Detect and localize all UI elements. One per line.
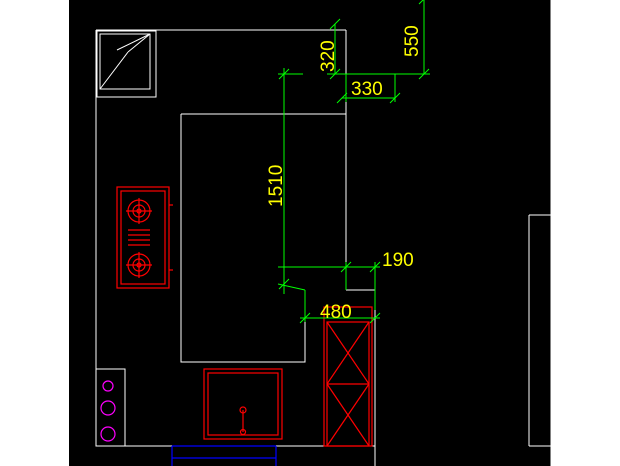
- refrigerator-icon[interactable]: [323, 306, 373, 447]
- outlet-panel: [95, 368, 126, 447]
- shaft-icon: [96, 30, 157, 98]
- dim-320-label: 320: [318, 40, 339, 72]
- dim-480-label: 480: [320, 302, 352, 323]
- dimension-lines: [277, 0, 430, 324]
- gas-stove-icon[interactable]: [116, 186, 173, 289]
- outlet-icon: [102, 380, 114, 392]
- outlet-icon: [100, 426, 116, 442]
- kitchen-island[interactable]: [180, 113, 346, 363]
- sink-icon[interactable]: [203, 368, 283, 440]
- dim-1510-label: 1510: [266, 165, 287, 207]
- dim-330-label: 330: [351, 79, 383, 100]
- dimension-labels: 320 550 330 1510 190 480: [266, 25, 423, 323]
- drawing-canvas[interactable]: 320 550 330 1510 190 480: [69, 0, 551, 466]
- outlet-icon: [100, 400, 116, 416]
- dim-550-label: 550: [402, 25, 423, 57]
- floor-plan-drawing: 320 550 330 1510 190 480: [95, 0, 551, 466]
- window-icon: [171, 445, 277, 466]
- dim-190-label: 190: [382, 250, 414, 271]
